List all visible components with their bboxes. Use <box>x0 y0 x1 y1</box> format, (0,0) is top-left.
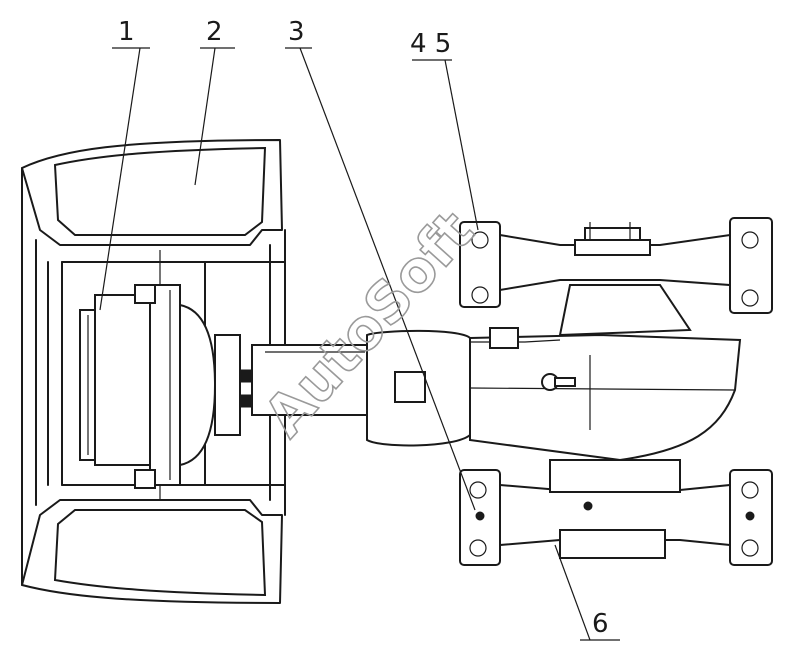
leader-lines <box>99 47 620 641</box>
callout-4-5: 4 5 <box>410 29 451 59</box>
callout-6: 6 <box>592 609 609 639</box>
callout-3: 3 <box>288 17 305 47</box>
callout-2: 2 <box>206 17 223 47</box>
callout-1: 1 <box>118 17 135 47</box>
axle-housing <box>214 327 742 462</box>
upper-spring-bracket <box>459 217 773 337</box>
hub-brake-assembly <box>79 284 217 489</box>
lower-spring-bracket <box>459 459 773 566</box>
